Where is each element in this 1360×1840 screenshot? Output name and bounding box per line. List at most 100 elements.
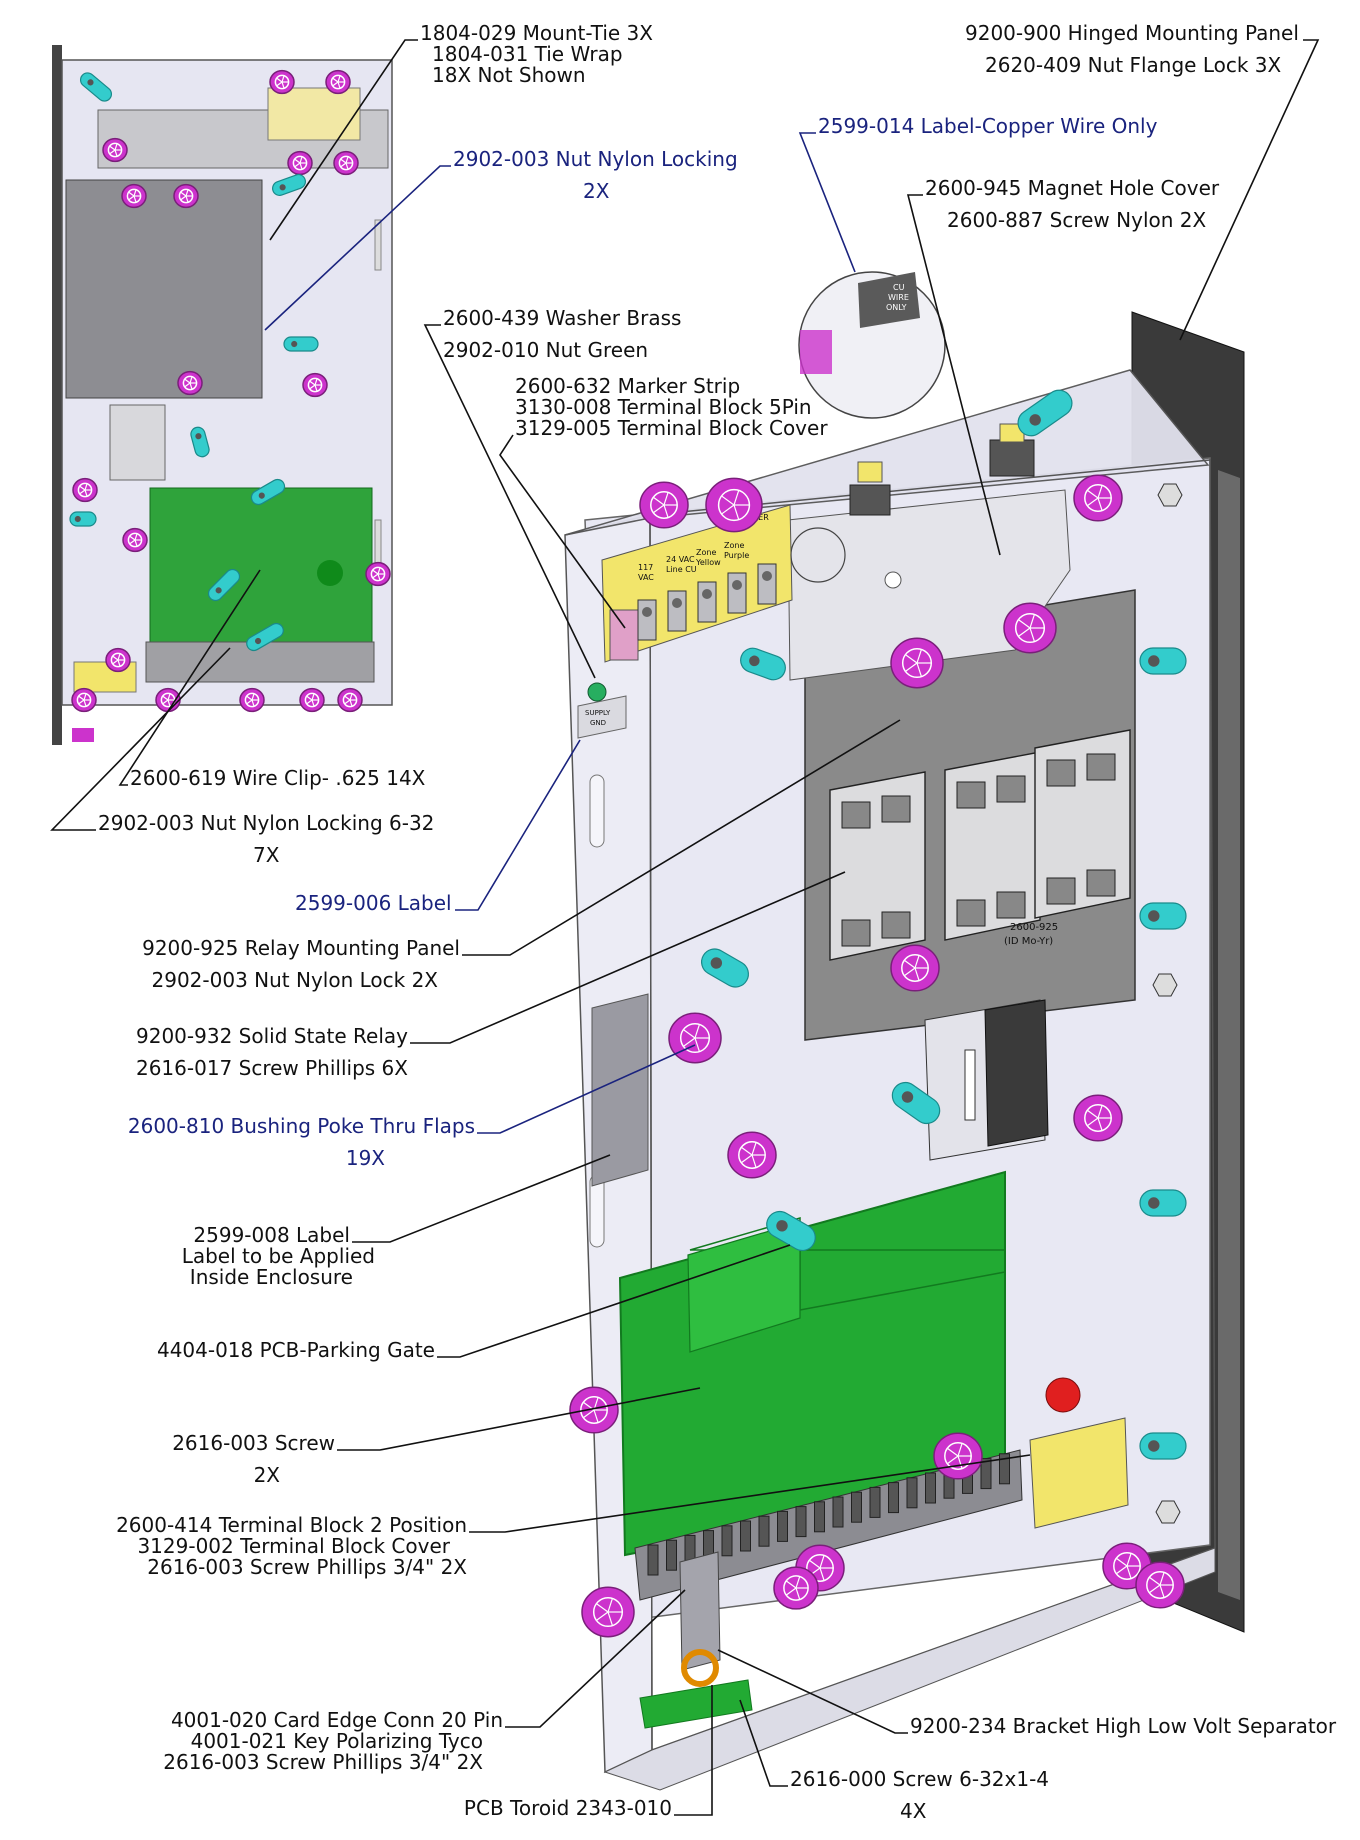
mount-tie (989, 439, 1035, 477)
inset-transformer (109, 404, 166, 481)
copper-wire-label (858, 272, 920, 328)
leader-line (437, 1244, 791, 1358)
wire-clip (1139, 1189, 1187, 1217)
svg-text:WIRE: WIRE (888, 293, 909, 302)
callout: 2616-003 Screw 2X (172, 1387, 701, 1487)
wire-clip (1139, 1432, 1187, 1460)
leader-line (352, 1154, 611, 1243)
callout-text: 1804-029 Mount-Tie 3X (420, 21, 653, 45)
inset-rear-view (52, 45, 393, 745)
callout-text: 2600-810 Bushing Poke Thru Flaps (128, 1114, 475, 1138)
callout-text: 3130-008 Terminal Block 5Pin (515, 395, 812, 419)
inside-enclosure-label (591, 993, 649, 1187)
callout-text: 2600-632 Marker Strip (515, 374, 740, 398)
knockout-slot (589, 774, 605, 848)
callout-text: 2600-414 Terminal Block 2 Position (116, 1513, 467, 1537)
bushing-poke-thru (102, 137, 128, 163)
callout: PCB Toroid 2343-010 (464, 1685, 713, 1820)
wire-clip (246, 622, 284, 652)
svg-text:ONLY: ONLY (886, 303, 907, 312)
transformer-core (984, 999, 1049, 1147)
callout: 9200-932 Solid State Relay 2616-017 Screw… (136, 871, 846, 1080)
relay-panel-part-number: 2600-925 (1010, 922, 1058, 933)
callout-text: 2599-014 Label-Copper Wire Only (818, 114, 1158, 138)
marker-strip-label: 117 (638, 563, 653, 572)
card-edge-pin (740, 1520, 751, 1552)
card-edge-pin (906, 1477, 918, 1509)
bushing-poke-thru (727, 1131, 777, 1179)
bushing-poke-thru (1003, 602, 1057, 654)
leader-line (269, 39, 418, 241)
callout: 2599-014 Label-Copper Wire Only (798, 114, 1158, 273)
callout-text: 2620-409 Nut Flange Lock 3X (985, 53, 1282, 77)
wire-clip (250, 478, 286, 506)
callout-text: 9200-932 Solid State Relay (136, 1024, 408, 1048)
inset-tab (72, 728, 94, 742)
callout-text: 2599-006 Label (295, 891, 452, 915)
callout-text: 1804-031 Tie Wrap (432, 42, 623, 66)
wire-clip (701, 948, 749, 988)
leader-line (455, 739, 581, 911)
callout-text: 2X (254, 1463, 281, 1487)
inset-terminal-cover (267, 87, 361, 141)
callout: 2599-006 Label (295, 739, 581, 915)
card-edge-pin (777, 1510, 788, 1542)
svg-text:Purple: Purple (724, 551, 749, 560)
callout-text: 2600-439 Washer Brass (443, 306, 681, 330)
callout-text: 2616-000 Screw 6-32x1-4 (790, 1767, 1049, 1791)
bushing-poke-thru (269, 69, 295, 95)
bushing-poke-thru (105, 647, 131, 673)
svg-text:SUPPLY: SUPPLY (585, 709, 611, 717)
card-edge-pin (647, 1544, 659, 1576)
flange-nut (1155, 1500, 1181, 1524)
bushing-poke-thru (933, 1432, 983, 1480)
callout-text: 7X (253, 843, 280, 867)
leader-line (717, 1649, 908, 1734)
wire-clip (1017, 389, 1073, 437)
wire-clip (190, 426, 210, 458)
main-enclosure-assembly: 2600-925 (ID Mo-Yr) 117 VAC 24 VAC Line … (564, 271, 1245, 1791)
wire-clip (891, 1081, 941, 1125)
callout-text: 2616-003 Screw (172, 1431, 335, 1455)
bushing-poke-thru (177, 370, 203, 396)
callout-text: 18X Not Shown (432, 63, 586, 87)
callout-text: 2616-003 Screw Phillips 3/4" 2X (163, 1750, 483, 1774)
bushing-poke-thru (890, 944, 940, 992)
leader-line (798, 132, 856, 273)
high-low-volt-separator (679, 1551, 721, 1671)
bushing-poke-thru (122, 527, 148, 553)
callout-text: 2902-003 Nut Nylon Locking 6-32 (98, 811, 434, 835)
bushing-poke-thru (365, 561, 391, 587)
callout-text: 2600-945 Magnet Hole Cover (925, 176, 1220, 200)
green-ground-nut (587, 682, 607, 702)
leader-line (50, 647, 231, 831)
bushing-poke-thru (239, 687, 265, 713)
terminal-pin (697, 581, 717, 623)
callout-text: 2902-010 Nut Green (443, 338, 648, 362)
wire-clip (740, 647, 786, 681)
bushing-poke-thru (639, 481, 689, 529)
callout-text: 19X (346, 1146, 385, 1170)
svg-text:Zone: Zone (696, 548, 716, 557)
supply-ground-label (577, 695, 627, 739)
svg-text:GND: GND (590, 719, 606, 727)
callout: 2600-439 Washer Brass 2902-010 Nut Green (423, 306, 681, 679)
bushing-poke-thru (173, 183, 199, 209)
svg-text:VAC: VAC (638, 573, 654, 582)
toroid (681, 1649, 719, 1687)
bushing-poke-thru (1135, 1561, 1185, 1609)
callout-text: 4001-020 Card Edge Conn 20 Pin (171, 1708, 503, 1732)
bushing-poke-thru (325, 69, 351, 95)
callout-text: 2616-017 Screw Phillips 6X (136, 1056, 408, 1080)
callout-text: 4404-018 PCB-Parking Gate (157, 1338, 435, 1362)
bushing-poke-thru (155, 687, 181, 713)
leader-line (469, 1454, 1031, 1533)
flange-nut (1157, 483, 1183, 507)
callout-text: 3129-002 Terminal Block Cover (137, 1534, 450, 1558)
hinge-strip (1218, 470, 1240, 1600)
